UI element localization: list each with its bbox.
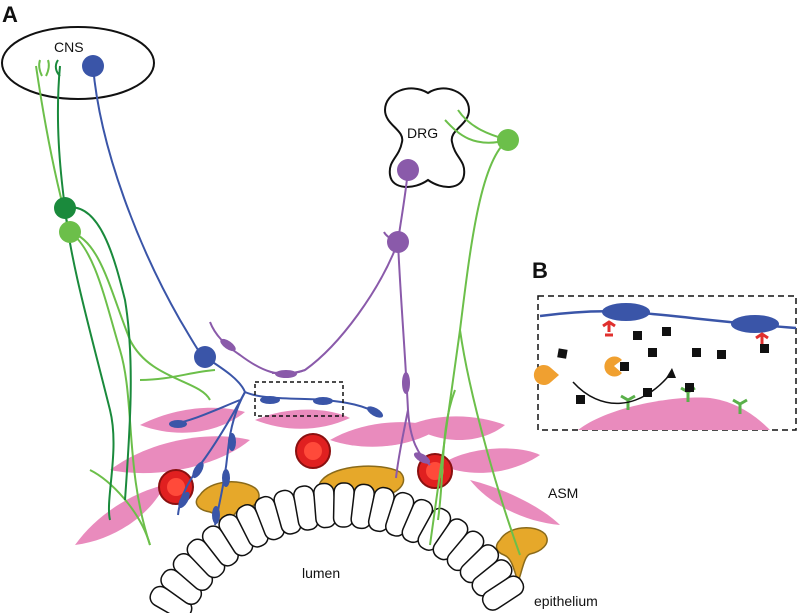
asm-cell xyxy=(110,436,250,474)
drg-varicosities xyxy=(220,338,431,464)
inset-region-box xyxy=(254,381,344,417)
varicosity xyxy=(313,397,333,405)
mediator-icon xyxy=(760,344,769,353)
orange-cell-icon xyxy=(604,356,622,377)
varicosity xyxy=(402,372,410,394)
epithelium-label: epithelium xyxy=(534,593,598,609)
varicosity xyxy=(275,370,297,378)
mediator-icon xyxy=(633,331,642,340)
green-receptor-icon xyxy=(732,398,748,414)
airway-ganglion-neuron xyxy=(194,346,216,368)
panel-a-label: A xyxy=(2,2,18,27)
varicosity xyxy=(260,396,280,404)
vagal-fiber xyxy=(437,389,456,521)
asm-cell xyxy=(470,480,560,525)
epithelium-layer xyxy=(149,482,525,613)
jugular-neuron xyxy=(497,129,519,151)
drg-label: DRG xyxy=(407,125,438,141)
varicosity xyxy=(413,452,431,464)
asm-cell xyxy=(410,416,505,440)
preganglionic-fiber xyxy=(92,65,206,358)
cns-region xyxy=(1,26,155,100)
asm-label: ASM xyxy=(548,485,578,501)
airway-smooth-muscle xyxy=(75,407,560,545)
mediator-icon xyxy=(576,395,585,404)
red-receptor-icon xyxy=(755,332,769,344)
mediator-icon xyxy=(620,362,629,371)
drg-fiber-node xyxy=(387,231,409,253)
vagal-fiber xyxy=(89,469,151,546)
asm-cell xyxy=(75,485,165,545)
varicosity xyxy=(366,406,384,418)
mediator-icon xyxy=(692,348,701,357)
mediator-icon xyxy=(643,388,652,397)
vagal-fiber xyxy=(69,231,151,546)
mast-cell-core xyxy=(304,442,322,460)
neuroendocrine-cell xyxy=(495,527,548,585)
panel-b-varicosity xyxy=(731,315,779,333)
drg-fiber xyxy=(209,241,399,375)
varicosity xyxy=(220,338,236,352)
panel-b-inset xyxy=(533,295,797,431)
postganglionic-fiber xyxy=(204,356,381,416)
nodose-neuron-light xyxy=(59,221,81,243)
panel-b-varicosity xyxy=(602,303,650,321)
vagal-fiber xyxy=(56,65,66,209)
mediator-icon xyxy=(557,348,568,359)
panel-b-smooth-muscle xyxy=(578,397,770,430)
vagal-sensory-fibers-dark xyxy=(54,59,132,521)
varicosity xyxy=(212,506,220,524)
mast-cell-core xyxy=(167,478,185,496)
varicosity xyxy=(192,461,204,479)
drg-fiber xyxy=(395,409,409,479)
panel-b-label: B xyxy=(532,258,548,283)
vagal-fiber xyxy=(459,329,521,556)
asm-cell xyxy=(140,407,245,433)
varicosity xyxy=(169,420,187,428)
vagal-fiber xyxy=(38,59,43,77)
red-receptor-icon xyxy=(602,320,616,337)
varicosity xyxy=(222,469,230,487)
mediator-icon xyxy=(648,348,657,357)
vagal-fiber xyxy=(64,207,115,521)
nodose-neuron-dark xyxy=(54,197,76,219)
vagal-fiber xyxy=(139,369,216,381)
varicosity xyxy=(178,491,190,509)
asm-cell xyxy=(255,409,350,429)
postganglionic-fiber xyxy=(214,391,246,526)
vagal-fiber xyxy=(45,59,50,77)
parasympathetic-varicosities xyxy=(169,396,384,524)
mediators xyxy=(557,327,769,404)
lumen-label: lumen xyxy=(302,565,340,581)
arrowhead-icon xyxy=(666,368,676,378)
cns-label: CNS xyxy=(54,39,84,55)
mediator-icon xyxy=(717,350,726,359)
cns-parasympathetic-neuron xyxy=(82,55,104,77)
release-arrow xyxy=(572,371,673,404)
mediator-icon xyxy=(685,383,694,392)
epithelial-cell xyxy=(481,575,525,611)
vagal-fiber xyxy=(54,59,61,77)
orange-cell-icon xyxy=(533,365,559,385)
varicosity xyxy=(228,433,236,451)
vagal-fiber xyxy=(64,206,132,501)
mediator-icon xyxy=(662,327,671,336)
drg-neuron xyxy=(397,159,419,181)
